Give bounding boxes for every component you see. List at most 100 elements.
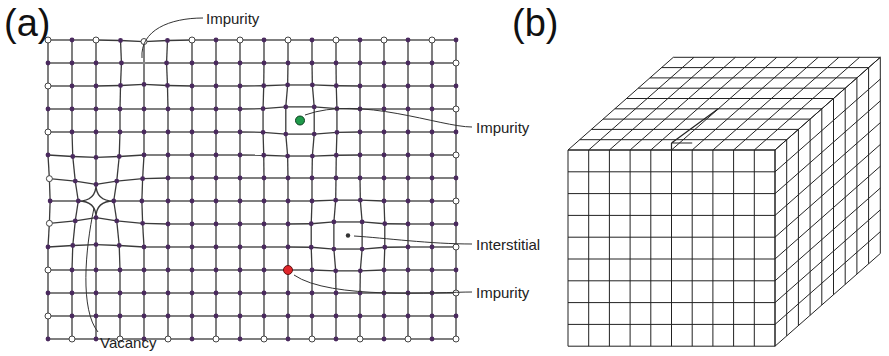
atom bbox=[358, 38, 363, 43]
bond bbox=[264, 223, 288, 224]
interstitial-atom bbox=[346, 233, 350, 237]
bond bbox=[263, 63, 265, 86]
bond bbox=[191, 270, 192, 293]
atom bbox=[190, 268, 195, 273]
bond bbox=[264, 62, 288, 63]
bond bbox=[143, 293, 144, 316]
bond bbox=[120, 292, 144, 293]
atom bbox=[358, 198, 363, 203]
bond bbox=[263, 132, 286, 134]
bond bbox=[168, 223, 192, 224]
bond bbox=[191, 155, 192, 178]
atom bbox=[358, 61, 363, 66]
bond bbox=[48, 338, 72, 339]
leader-line bbox=[305, 108, 472, 127]
bond bbox=[336, 85, 360, 87]
bond bbox=[288, 246, 311, 248]
bond bbox=[72, 108, 96, 109]
atom bbox=[285, 37, 291, 43]
bond bbox=[192, 39, 216, 40]
bond bbox=[216, 108, 240, 109]
bond bbox=[384, 315, 408, 316]
atom bbox=[214, 268, 219, 273]
atom bbox=[142, 130, 147, 135]
atom bbox=[214, 176, 219, 181]
bond bbox=[191, 86, 192, 109]
cube-edge bbox=[856, 78, 857, 274]
atom bbox=[189, 37, 195, 43]
bond bbox=[285, 107, 286, 134]
bond bbox=[383, 178, 384, 201]
cube-edge bbox=[821, 109, 822, 305]
atom bbox=[331, 220, 336, 225]
bond bbox=[311, 63, 313, 85]
cube-edge bbox=[845, 88, 846, 284]
bond bbox=[96, 156, 119, 158]
atom bbox=[286, 61, 291, 66]
bond bbox=[312, 315, 336, 316]
atom bbox=[382, 176, 387, 181]
cube-edge bbox=[786, 140, 787, 336]
bond bbox=[262, 86, 264, 109]
defect-label: Impurity bbox=[476, 285, 529, 300]
bond bbox=[360, 62, 384, 63]
bond bbox=[312, 177, 336, 178]
bond bbox=[408, 338, 432, 339]
bond bbox=[384, 39, 408, 40]
bond bbox=[240, 39, 264, 40]
bond bbox=[143, 109, 144, 132]
impurity-atom bbox=[142, 61, 145, 64]
bond bbox=[264, 246, 288, 247]
bond bbox=[192, 62, 216, 63]
bond bbox=[311, 201, 313, 224]
bond bbox=[75, 201, 78, 221]
bond bbox=[239, 86, 240, 109]
bond bbox=[286, 133, 314, 134]
atom bbox=[382, 314, 387, 319]
atom bbox=[190, 153, 195, 158]
bond bbox=[384, 131, 408, 132]
bond bbox=[359, 40, 360, 63]
atom bbox=[430, 337, 435, 342]
bond bbox=[240, 246, 264, 247]
atom bbox=[166, 245, 171, 250]
bond bbox=[215, 132, 216, 155]
bond bbox=[117, 221, 119, 246]
atom bbox=[214, 245, 219, 250]
bond bbox=[48, 131, 72, 132]
bond bbox=[72, 292, 96, 293]
atom bbox=[142, 107, 147, 112]
bond bbox=[334, 221, 362, 222]
bond bbox=[191, 201, 192, 224]
atom bbox=[453, 106, 459, 112]
bond bbox=[191, 247, 192, 270]
bond bbox=[311, 247, 313, 270]
bond bbox=[408, 177, 432, 178]
bond bbox=[360, 315, 384, 316]
cube-edge bbox=[775, 150, 776, 346]
bond bbox=[383, 132, 384, 155]
atom bbox=[165, 336, 171, 342]
cube-edge bbox=[638, 88, 845, 89]
atom bbox=[140, 176, 145, 181]
atom bbox=[454, 38, 459, 43]
bond bbox=[215, 40, 216, 63]
bond bbox=[216, 223, 240, 224]
bond bbox=[192, 292, 216, 293]
atom bbox=[238, 222, 243, 227]
atom bbox=[142, 153, 147, 158]
atom bbox=[46, 153, 51, 158]
atom bbox=[94, 242, 99, 247]
bond bbox=[191, 132, 192, 155]
bond bbox=[144, 131, 168, 132]
bond bbox=[48, 108, 72, 109]
atom bbox=[358, 176, 363, 181]
bond bbox=[167, 247, 168, 270]
bond bbox=[311, 293, 312, 316]
atom bbox=[453, 152, 459, 158]
bond bbox=[95, 132, 96, 157]
bond bbox=[288, 292, 312, 293]
bond bbox=[73, 156, 96, 158]
atom bbox=[406, 84, 411, 89]
bond bbox=[96, 131, 120, 132]
